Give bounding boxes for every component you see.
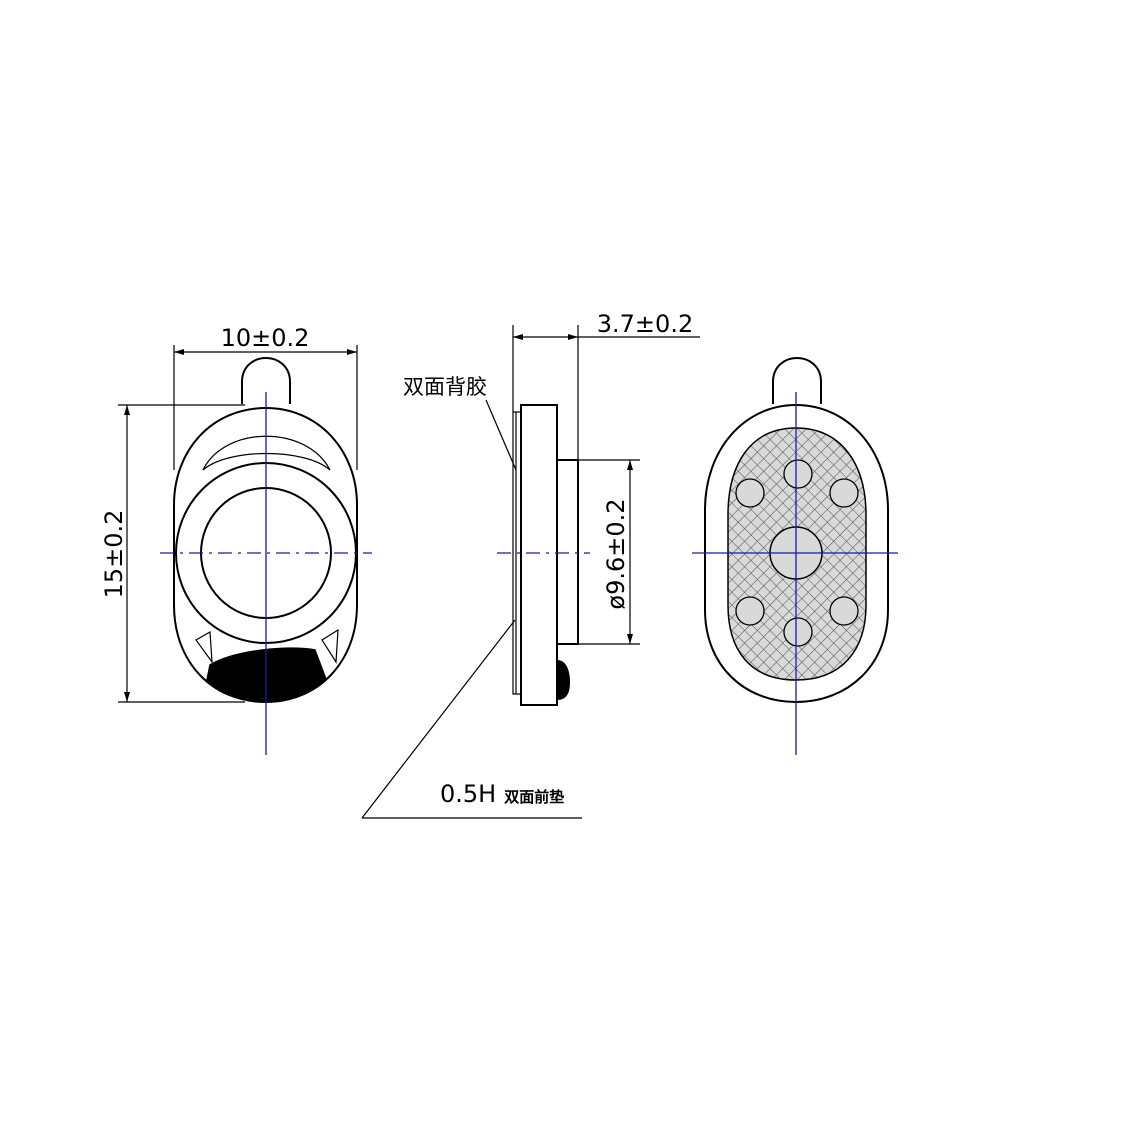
side-pad-label-prefix: 0.5H (440, 780, 496, 808)
side-diameter-label: ø9.6±0.2 (602, 498, 630, 609)
back-hole-upper-right (829, 478, 859, 508)
front-view: 10±0.2 15±0.2 (100, 324, 372, 755)
back-hole-lower-left (735, 596, 765, 626)
back-terminal-tab (772, 357, 822, 404)
side-depth-label: 3.7±0.2 (597, 310, 693, 338)
front-black-segment (204, 647, 331, 702)
front-vent-left (195, 631, 213, 665)
back-hole-top (783, 459, 813, 489)
side-pad-label: 0.5H 双面前垫 (440, 780, 564, 808)
back-view (692, 357, 898, 755)
side-pad-label-cn: 双面前垫 (504, 788, 564, 806)
side-adhesive-leader (485, 399, 517, 471)
front-terminal-tab (241, 357, 291, 404)
back-hole-upper-left (735, 478, 765, 508)
front-vent-right (321, 628, 339, 664)
side-adhesive-label: 双面背胶 (403, 375, 487, 399)
side-frame-body (520, 404, 558, 706)
side-pad-leader (361, 619, 516, 819)
front-top-slot (202, 435, 331, 471)
side-terminal-bump (557, 660, 570, 700)
front-width-label: 10±0.2 (221, 324, 310, 352)
side-magnet-body (556, 459, 579, 645)
back-hole-lower-right (829, 596, 859, 626)
side-view: 3.7±0.2 ø9.6±0.2 双面背胶 0.5H 双面前垫 (361, 310, 700, 819)
back-hole-bottom (783, 617, 813, 647)
front-height-label: 15±0.2 (100, 510, 128, 599)
